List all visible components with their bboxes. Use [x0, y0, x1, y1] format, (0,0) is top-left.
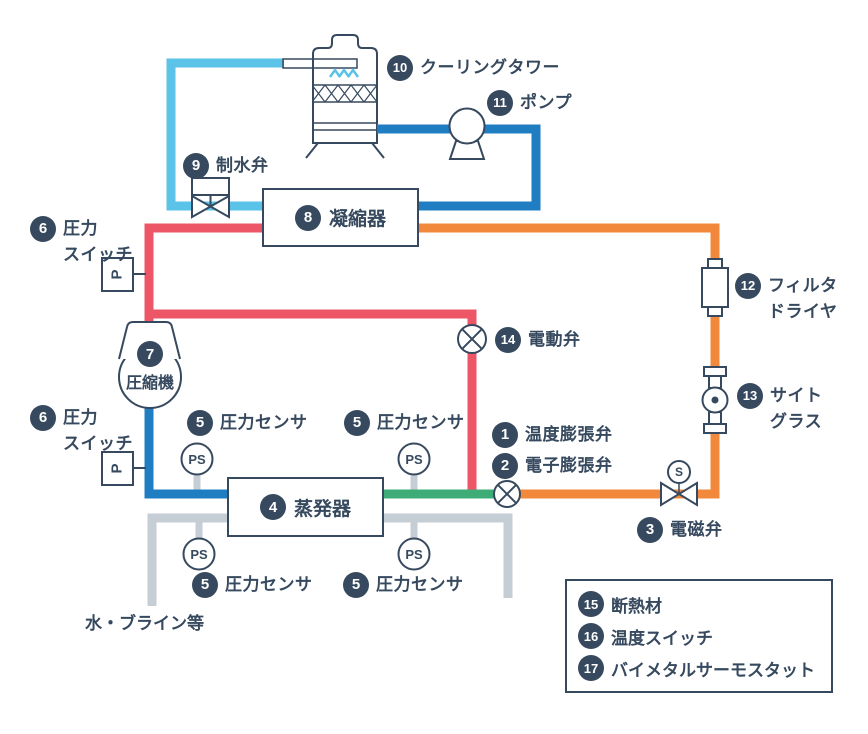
badge-6: 6: [30, 216, 56, 242]
tower-legs: [305, 142, 385, 159]
label-pump: 11 ポンプ: [487, 90, 572, 116]
evaporator-box: [227, 477, 384, 537]
badge-5: 5: [344, 410, 370, 436]
condenser-box: [262, 188, 419, 247]
pressure-sensor-stubs: [193, 474, 418, 540]
badge-13: 13: [737, 383, 763, 409]
label-motorized-valve: 14 電動弁: [495, 327, 581, 353]
label-filter-dryer: 12 フィルタ ドライヤ: [735, 273, 838, 324]
label-pressure-switch-bottom: 6 圧力 スイッチ: [30, 405, 133, 456]
tower-water-line: [313, 122, 377, 131]
badge-7: 7: [137, 341, 163, 367]
label-pressure-sensor-bottom-right: 5 圧力センサ: [343, 572, 464, 598]
tower-spray-bar: [282, 58, 358, 69]
pressure-sensor-letters: PS: [190, 546, 208, 562]
label-sight-glass: 13 サイト グラス: [737, 383, 823, 434]
water-control-valve: [191, 177, 230, 219]
label-thermal-expansion-valve: 1 温度膨張弁: [492, 422, 613, 448]
pipe-liquid-line: [419, 223, 720, 499]
badge-3: 3: [637, 517, 663, 543]
filter-dryer: [701, 258, 729, 317]
badge-6: 6: [30, 405, 56, 431]
label-pressure-sensor-top-right: 5 圧力センサ: [344, 410, 465, 436]
pressure-sensor-circle: [182, 537, 216, 571]
badge-12: 12: [735, 273, 761, 299]
solenoid-valve: [660, 460, 698, 507]
badge-2: 2: [492, 453, 518, 479]
badge-5: 5: [187, 410, 213, 436]
badge-16: 16: [578, 623, 604, 649]
pipe-suction: [144, 400, 229, 499]
label-electronic-expansion-valve: 2 電子膨張弁: [492, 453, 613, 479]
sight-glass: [701, 366, 729, 434]
legend-item-temperature-switch: 16 温度スイッチ: [578, 623, 831, 649]
label-compressor: 7 圧縮機: [110, 341, 190, 393]
legend-item-bimetal-thermostat: 17 バイメタルサーモスタット: [578, 655, 831, 681]
label-evaporator: 4 蒸発器: [228, 478, 383, 536]
tower-spray-icon: [328, 67, 360, 78]
badge-8: 8: [294, 204, 321, 231]
pressure-switch-letter-top: P: [108, 269, 126, 280]
pump: [448, 107, 486, 160]
pressure-switch-box-top: [101, 257, 134, 292]
water-brine-label: 水・ブライン等: [85, 614, 204, 633]
badge-11: 11: [487, 90, 513, 116]
label-condenser: 8 凝縮器: [263, 189, 418, 246]
badge-4: 4: [259, 494, 286, 520]
expansion-valve: [493, 480, 521, 508]
pipe-hot-gas-bypass: [145, 309, 477, 491]
badge-9: 9: [183, 153, 209, 179]
legend-item-insulation: 15 断熱材: [578, 591, 831, 617]
pressure-sensor-letters: PS: [405, 546, 423, 562]
badge-1: 1: [492, 422, 518, 448]
cooling-tower: [305, 34, 385, 159]
badge-10: 10: [387, 55, 413, 81]
sight-glass-dot: [711, 396, 719, 404]
pressure-sensor-circle: [180, 442, 214, 476]
label-solenoid-valve: 3 電磁弁: [637, 517, 723, 543]
label-water-control-valve: 9 制水弁: [183, 153, 269, 179]
legend-box: 15 断熱材 16 温度スイッチ 17 バイメタルサーモスタット: [565, 579, 833, 693]
pipe-discharge: [144, 223, 263, 321]
label-pressure-switch-top: 6 圧力 スイッチ: [30, 216, 133, 267]
badge-5: 5: [192, 572, 218, 598]
badge-17: 17: [578, 655, 604, 681]
pressure-sensor-circle: [397, 442, 431, 476]
badge-14: 14: [495, 327, 521, 353]
solenoid-letter: S: [674, 465, 683, 479]
badge-15: 15: [578, 591, 604, 617]
tower-fill-media: [314, 85, 376, 102]
pressure-sensor-letters: PS: [405, 451, 423, 467]
label-pressure-sensor-bottom-left: 5 圧力センサ: [192, 572, 313, 598]
badge-5: 5: [343, 572, 369, 598]
label-cooling-tower: 10 クーリングタワー: [387, 55, 560, 81]
label-pressure-sensor-top-left: 5 圧力センサ: [187, 410, 308, 436]
pressure-sensor-circle: [397, 537, 431, 571]
pressure-switch-letter-bottom: P: [108, 463, 126, 474]
motorized-valve: [457, 324, 487, 354]
pressure-sensor-letters: PS: [188, 451, 206, 467]
pressure-switch-box-bottom: [101, 451, 134, 486]
